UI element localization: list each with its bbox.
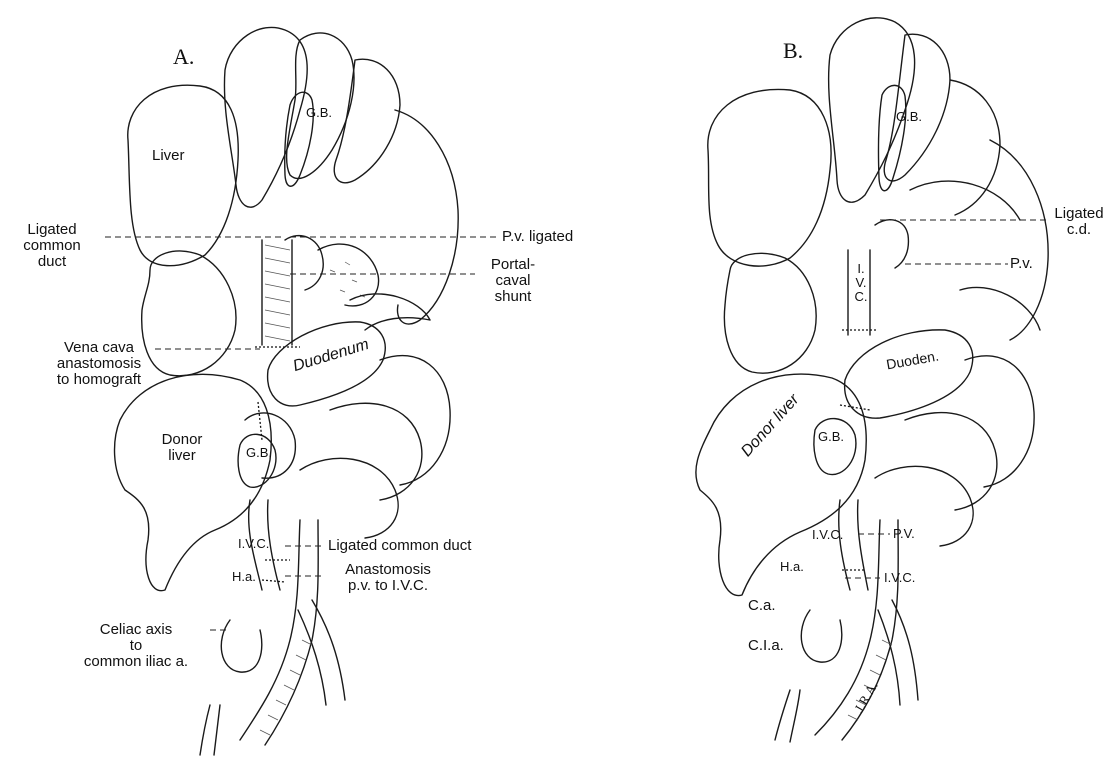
a-label-celiac-line1: Celiac axis bbox=[66, 622, 206, 638]
a-label-portal-caval-shunt: Portal- caval shunt bbox=[478, 257, 548, 305]
a-liver-outer-right bbox=[395, 110, 458, 324]
b-iliac-right bbox=[878, 600, 918, 705]
a-label-anastomosis-pv: Anastomosis p.v. to I.V.C. bbox=[328, 562, 448, 594]
a-label-vena-cava: Vena cava anastomosis to homograft bbox=[44, 340, 154, 388]
b-ivc-lower bbox=[839, 500, 868, 590]
a-liver-lower-left bbox=[142, 251, 236, 376]
a-celiac-loop bbox=[221, 620, 262, 672]
b-label-pv-lower: P.V. bbox=[893, 527, 915, 541]
panel-b-letter: B. bbox=[783, 38, 803, 64]
b-duodenum bbox=[845, 330, 973, 418]
b-tail-vessel bbox=[775, 690, 800, 742]
b-label-ivc-v2: V. bbox=[850, 276, 872, 290]
b-liver-left-lobe bbox=[708, 89, 831, 266]
a-label-celiac-line2: to bbox=[66, 638, 206, 654]
a-label-liver: Liver bbox=[152, 148, 185, 164]
a-tail-vessel bbox=[200, 705, 220, 755]
b-liver-lower-left bbox=[724, 253, 816, 373]
b-liver-outer-right bbox=[990, 140, 1048, 340]
b-label-ligated-cd: Ligated c.d. bbox=[1050, 206, 1108, 238]
b-label-cia: C.I.a. bbox=[748, 638, 784, 654]
b-label-pv-upper: P.v. bbox=[1010, 256, 1033, 272]
a-label-donor-line1: Donor bbox=[152, 432, 212, 448]
a-label-ligated-line1: Ligated bbox=[6, 222, 98, 238]
a-label-ligated-line2: common bbox=[6, 238, 98, 254]
a-shunt-dots bbox=[330, 262, 365, 297]
a-bowel-2 bbox=[330, 403, 422, 500]
a-portal-vein bbox=[285, 236, 323, 290]
a-label-celiac-line3: common iliac a. bbox=[66, 654, 206, 670]
a-label-ligated-common-duct: Ligated common duct bbox=[6, 222, 98, 270]
b-gallbladder-top bbox=[878, 85, 905, 190]
a-label-donor-line2: liver bbox=[152, 448, 212, 464]
a-label-pv-ligated: P.v. ligated bbox=[502, 229, 573, 245]
a-label-vena-line1: Vena cava bbox=[44, 340, 154, 356]
b-label-ha: H.a. bbox=[780, 560, 804, 574]
b-liver-far-right-lobe bbox=[950, 80, 1000, 215]
b-label-ivc-vertical: I. V. C. bbox=[850, 262, 872, 304]
b-duodenum-suture bbox=[840, 405, 870, 410]
b-label-ivc-v1: I. bbox=[850, 262, 872, 276]
a-stomach-loop bbox=[350, 294, 430, 330]
a-label-anast-line1: Anastomosis bbox=[328, 562, 448, 578]
a-label-shunt-line1: Portal- bbox=[478, 257, 548, 273]
b-bowel-2 bbox=[905, 413, 997, 510]
a-label-donor-liver: Donor liver bbox=[152, 432, 212, 464]
a-shunt-loop bbox=[318, 244, 379, 306]
b-gallbladder-lower bbox=[814, 419, 856, 475]
a-ivc-shading bbox=[265, 245, 290, 341]
a-bowel-1 bbox=[380, 356, 450, 485]
b-label-ligated-line2: c.d. bbox=[1050, 222, 1108, 238]
a-donor-liver bbox=[115, 374, 272, 590]
a-aorta bbox=[240, 520, 318, 745]
b-label-ivc-left: I.V.C. bbox=[812, 528, 843, 542]
b-label-ligated-line1: Ligated bbox=[1050, 206, 1108, 222]
a-label-ligated-common-duct-lower: Ligated common duct bbox=[328, 538, 471, 554]
b-celiac-loop bbox=[801, 610, 842, 662]
a-label-vena-line2: anastomosis bbox=[44, 356, 154, 372]
a-label-gb-lower: G.B. bbox=[246, 446, 272, 460]
a-label-ha: H.a. bbox=[232, 570, 256, 584]
a-iliac-right bbox=[298, 600, 345, 705]
a-label-ivc: I.V.C. bbox=[238, 537, 269, 551]
a-label-celiac-axis: Celiac axis to common iliac a. bbox=[66, 622, 206, 670]
b-label-ivc-v3: C. bbox=[850, 290, 872, 304]
a-liver-left-lobe bbox=[128, 85, 238, 265]
a-label-gb-top: G.B. bbox=[306, 106, 332, 120]
a-label-shunt-line3: shunt bbox=[478, 289, 548, 305]
a-label-ligated-line3: duct bbox=[6, 254, 98, 270]
panel-b-drawing bbox=[696, 18, 1048, 742]
a-label-shunt-line2: caval bbox=[478, 273, 548, 289]
panel-b-leaders bbox=[845, 220, 1048, 578]
b-liver-right-lobe bbox=[884, 34, 950, 181]
a-label-anast-line2: p.v. to I.V.C. bbox=[328, 578, 448, 594]
panel-a-letter: A. bbox=[173, 44, 194, 70]
a-liver-far-right-lobe bbox=[334, 59, 400, 183]
a-ivc-trunk bbox=[262, 240, 292, 345]
b-label-ivc-right: I.V.C. bbox=[884, 571, 915, 585]
b-portal-vein bbox=[875, 220, 908, 268]
b-label-gb-lower: G.B. bbox=[818, 430, 844, 444]
a-bowel-3 bbox=[300, 458, 398, 538]
a-label-vena-line3: to homograft bbox=[44, 372, 154, 388]
b-label-ca: C.a. bbox=[748, 598, 776, 614]
b-label-gb-top: G.B. bbox=[896, 110, 922, 124]
